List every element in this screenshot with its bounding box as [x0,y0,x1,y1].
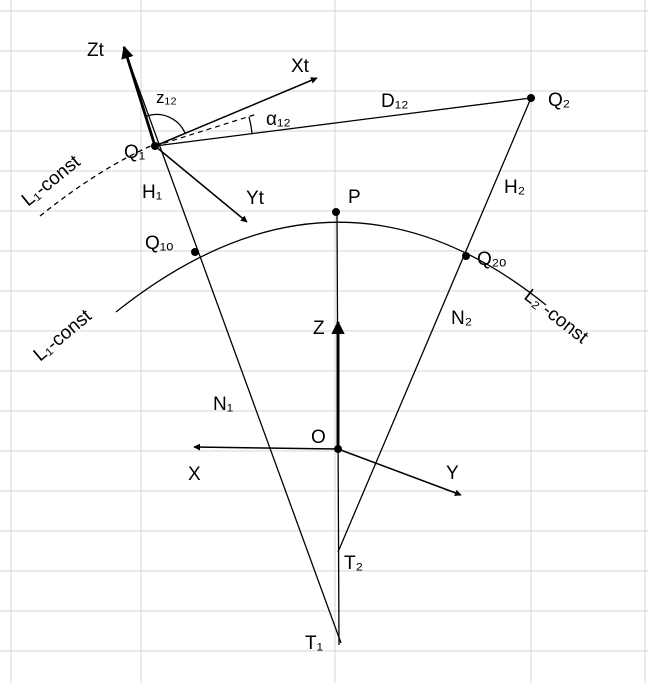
l1-const-upper-label: L₁-const [18,151,85,211]
alpha12-label: α₁₂ [266,109,291,130]
n1-label: N₁ [213,394,233,415]
l1-const-dashed-arc [39,144,154,217]
q1o-point [191,248,199,256]
q1-label: Q₁ [124,142,145,163]
normal-n1-line [127,58,342,644]
p-point [332,208,340,216]
zt-label: Zt [87,40,105,61]
ellipse-arc [115,221,547,313]
q2-label: Q₂ [548,90,570,111]
q1-point [151,142,159,150]
l1-const-lower-label: L₁-const [30,305,97,366]
xt-label: Xt [291,56,310,77]
yt-axis-arrow [154,145,248,223]
o-label: O [311,427,326,448]
zt-axis-arrow [121,45,157,147]
xt-axis-arrow [154,77,318,147]
normal-n2-line [337,97,532,553]
d12-line [154,97,532,147]
t2-label: T₂ [344,553,363,574]
x-label: X [188,464,201,485]
z12-label: z₁₂ [156,88,177,107]
p-label: P [348,187,361,208]
t1-label: T₁ [305,633,323,654]
y-axis-arrow [337,448,462,497]
y-label: Y [446,463,459,484]
alpha12-angle-arc [248,116,253,135]
q1o-label: Q₁ₒ [145,233,173,254]
z12-angle-arc [146,113,186,134]
q2o-point [462,252,470,260]
n2-label: N₂ [451,308,472,329]
horizontal-projection-dashed [154,113,258,147]
o-point [334,445,342,453]
q2o-label: Q₂ₒ [477,249,506,270]
yt-label: Yt [246,188,265,209]
q2-point [527,94,535,102]
h1-label: H₁ [142,182,162,203]
h2-label: H₂ [504,177,525,198]
d12-label: D₁₂ [381,91,409,112]
z-label: Z [313,318,325,339]
x-axis-arrow [193,443,339,451]
